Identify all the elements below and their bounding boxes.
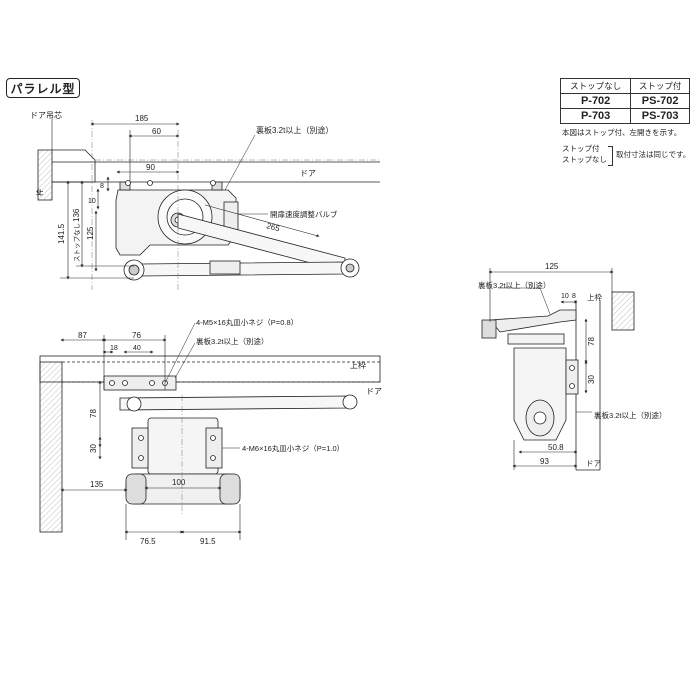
link-arm <box>139 261 346 277</box>
dim-side-30: 30 <box>587 375 596 384</box>
side-upper-frame <box>611 291 635 331</box>
upper-frame-post <box>39 361 63 533</box>
dim-91-5: 91.5 <box>200 537 216 546</box>
note-stop-with: ストップ付 <box>562 144 600 153</box>
dim-90: 90 <box>146 163 155 172</box>
dim-76: 76 <box>132 331 141 340</box>
label-door-hinge-center: ドア吊芯 <box>30 110 62 120</box>
frame-post <box>37 149 53 201</box>
label-backplate-top: 裏板3.2t以上（別途） <box>196 336 269 346</box>
dim-40: 40 <box>133 345 141 352</box>
model-table: ストップなし ストップ付 P-702 PS-702 P-703 PS-703 <box>559 78 690 124</box>
dim-side-125: 125 <box>545 262 559 271</box>
top-view-labels: 4-M5×16丸皿小ネジ（P=0.8） 裏板3.2t以上（別途） 4-M6×16… <box>78 317 382 546</box>
dim-8: 8 <box>100 183 104 190</box>
top-arm <box>119 395 351 411</box>
table-header-with-stop: ストップ付 <box>630 78 690 94</box>
label-frame-side: 枠 <box>35 189 44 196</box>
side-view-labels: 裏板3.2t以上（別途） 上枠 裏板3.2t以上（別途） ドア 125 10 8… <box>478 262 667 468</box>
dim-87: 87 <box>78 331 87 340</box>
dim-265: 265 <box>265 221 281 233</box>
table-header-without-stop: ストップなし <box>559 78 632 94</box>
label-backplate: 裏板3.2t以上（別途） <box>256 125 333 135</box>
dim-185: 185 <box>135 114 149 123</box>
front-view <box>37 118 380 290</box>
speed-valve <box>223 201 239 231</box>
note-stop-without: ストップなし <box>562 155 607 164</box>
dim-135: 135 <box>90 480 104 489</box>
door-hinge-block <box>52 149 96 183</box>
upper-frame <box>39 355 381 383</box>
label-side-upper-frame: 上枠 <box>587 292 602 302</box>
label-m6-screw: 4-M6×16丸皿小ネジ（P=1.0） <box>242 443 344 453</box>
label-m5-screw: 4-M5×16丸皿小ネジ（P=0.8） <box>196 317 298 327</box>
side-bracket <box>489 309 577 333</box>
note-brace <box>608 146 613 166</box>
label-side-backplate-top: 裏板3.2t以上（別途） <box>478 280 551 290</box>
dim-side-10: 10 <box>561 293 569 300</box>
front-view-labels: ドア吊芯 ドア 裏板3.2t以上（別途） 開扉速度調整バルブ 185 60 90… <box>30 110 338 262</box>
label-side-door: ドア <box>586 459 601 468</box>
dim-78: 78 <box>89 409 98 418</box>
dim-18: 18 <box>110 345 118 352</box>
note-same-dims: 取付寸法は同じです。 <box>616 150 691 159</box>
dim-125: 125 <box>86 226 95 240</box>
top-view <box>39 322 381 540</box>
dim-side-78: 78 <box>587 337 596 346</box>
dim-side-50-8: 50.8 <box>548 443 564 452</box>
diagram-title: パラレル型 <box>6 78 80 98</box>
label-side-backplate-right: 裏板3.2t以上（別途） <box>594 410 667 420</box>
dim-side-8: 8 <box>572 293 576 300</box>
dim-30: 30 <box>89 444 98 453</box>
label-speed-valve: 開扉速度調整バルブ <box>270 209 338 219</box>
label-upper-frame: 上枠 <box>350 360 366 370</box>
dim-76-5: 76.5 <box>140 537 156 546</box>
dim-100: 100 <box>172 478 186 487</box>
label-door-top: ドア <box>366 387 382 396</box>
label-door: ドア <box>300 169 316 178</box>
table-cell: P-703 <box>559 108 632 124</box>
dim-10: 10 <box>88 198 96 205</box>
side-view <box>481 268 635 471</box>
dim-136: 136 <box>72 208 81 222</box>
dim-141-5: 141.5 <box>57 223 66 244</box>
drawing-note: 本図はストップ付、左開きを示す。 <box>562 128 682 137</box>
dim-side-93: 93 <box>540 457 549 466</box>
table-cell: PS-703 <box>630 108 690 124</box>
label-stopless: ストップなし <box>73 223 81 262</box>
dim-60: 60 <box>152 127 161 136</box>
